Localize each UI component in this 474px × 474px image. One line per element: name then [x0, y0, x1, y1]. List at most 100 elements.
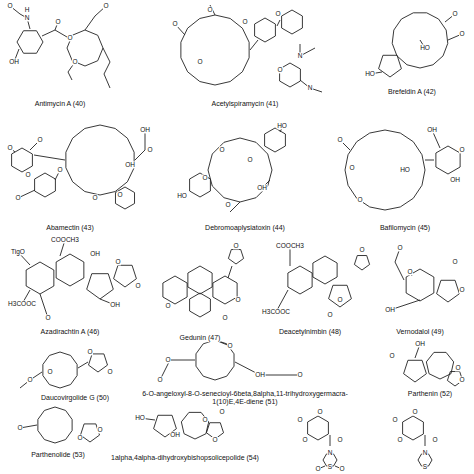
- bond-line: [425, 160, 434, 161]
- bond-line: [190, 173, 211, 197]
- atom-label: O: [207, 6, 213, 13]
- bond-line: [181, 15, 249, 85]
- atom-label: HO: [400, 166, 411, 173]
- atom-label: O: [397, 244, 403, 251]
- atom-label: OH: [170, 431, 181, 438]
- atom-label: O: [452, 258, 458, 265]
- bond-line: [188, 266, 212, 294]
- bond-line: [345, 130, 425, 210]
- atom-label: O: [103, 2, 109, 9]
- bond-line: [66, 125, 134, 195]
- atom-label: O: [392, 416, 398, 423]
- atom-label: O: [25, 171, 31, 178]
- atom-label: OH: [110, 301, 121, 308]
- bond-line: [313, 256, 337, 284]
- compound-name: Debromoaplysiatoxin (44): [205, 224, 285, 232]
- atom-label: O: [359, 246, 365, 253]
- atom-label: O: [27, 376, 33, 383]
- atom-label: O: [115, 258, 121, 265]
- atom-label: OH: [415, 340, 426, 347]
- atom-label: O: [97, 426, 103, 433]
- atom-label: OH: [257, 184, 268, 191]
- atom-label: O: [337, 436, 343, 443]
- atom-label: O: [37, 136, 43, 143]
- atom-label: O: [459, 376, 465, 383]
- atom-label: O: [277, 66, 283, 73]
- atom-label: O: [117, 191, 123, 198]
- atom-label: O: [337, 136, 343, 143]
- atom-label: H3COOC: [262, 308, 291, 315]
- bond-line: [395, 248, 404, 280]
- atom-label: O: [92, 194, 98, 201]
- compound-name: Brefeldin A (42): [388, 88, 436, 96]
- atom-label: HO: [277, 122, 288, 129]
- atom-label: H3COOC: [8, 300, 37, 307]
- bond-line: [282, 10, 303, 34]
- atom-label: O: [337, 296, 343, 303]
- bond-line: [300, 80, 322, 92]
- atom-label: S: [422, 463, 427, 470]
- bond-line: [265, 128, 286, 152]
- atom-label: N: [327, 449, 333, 456]
- atom-label: O: [225, 201, 231, 208]
- bond-line: [392, 13, 448, 68]
- bond-line: [88, 354, 107, 372]
- compound-name: Daucovirgolide G (50): [41, 394, 109, 402]
- bond-line: [114, 265, 137, 287]
- atom-label: O: [202, 174, 208, 181]
- bond-line: [404, 360, 427, 382]
- compound-name: 6-O-angeloxyl-8-O-senecioyl-6beta,8alpha…: [135, 390, 355, 405]
- atom-label: O: [389, 352, 395, 359]
- compound-name: Azadirachtin A (46): [41, 328, 100, 336]
- bond-line: [228, 250, 243, 264]
- bond-line: [379, 55, 402, 77]
- bond-line: [17, 31, 43, 54]
- bond-line: [87, 274, 114, 299]
- bond-line: [330, 435, 331, 446]
- bond-line: [288, 266, 312, 294]
- bond-line: [255, 18, 276, 42]
- atom-label: O: [349, 164, 355, 171]
- bond-line: [196, 340, 234, 380]
- atom-label: O: [222, 314, 228, 321]
- atom-label: OH: [9, 58, 20, 65]
- atom-label: OH: [450, 176, 461, 183]
- atom-label: O: [219, 408, 225, 415]
- atom-label: O: [107, 368, 113, 375]
- atom-label: O: [45, 314, 51, 321]
- atom-label: O: [212, 436, 218, 443]
- atom-label: O: [459, 286, 465, 293]
- bond-line: [115, 187, 134, 209]
- atom-label: O: [297, 416, 303, 423]
- atom-label: O: [242, 18, 248, 25]
- atom-label: O: [297, 371, 303, 378]
- bond-line: [228, 266, 232, 278]
- bond-line: [354, 256, 369, 270]
- atom-label: O: [317, 408, 323, 415]
- atom-label: O: [15, 194, 21, 201]
- atom-label: COOCH3: [276, 242, 305, 249]
- atom-label: O: [17, 424, 23, 431]
- bond-line: [329, 285, 352, 307]
- bond-line: [163, 276, 187, 304]
- bond-line: [425, 435, 426, 446]
- atom-label: O: [7, 2, 13, 9]
- bond-line: [308, 416, 329, 440]
- atom-label: H: [24, 6, 30, 13]
- atom-label: O: [459, 146, 465, 153]
- atom-label: O: [57, 166, 63, 173]
- atom-label: O: [55, 18, 61, 25]
- compound-name: Parthenin (52): [408, 390, 452, 398]
- bond-line: [135, 130, 145, 160]
- atom-label: HO: [420, 44, 431, 51]
- bond-line: [277, 20, 280, 26]
- atom-label: O: [165, 302, 171, 309]
- atom-label: OH: [125, 161, 136, 168]
- atom-label: OH: [90, 250, 101, 257]
- atom-label: O: [135, 282, 141, 289]
- atom-label: N: [297, 52, 303, 59]
- atom-label: O: [315, 465, 321, 472]
- bond-line: [56, 254, 84, 286]
- compound-name: Gedunin (47): [180, 334, 221, 342]
